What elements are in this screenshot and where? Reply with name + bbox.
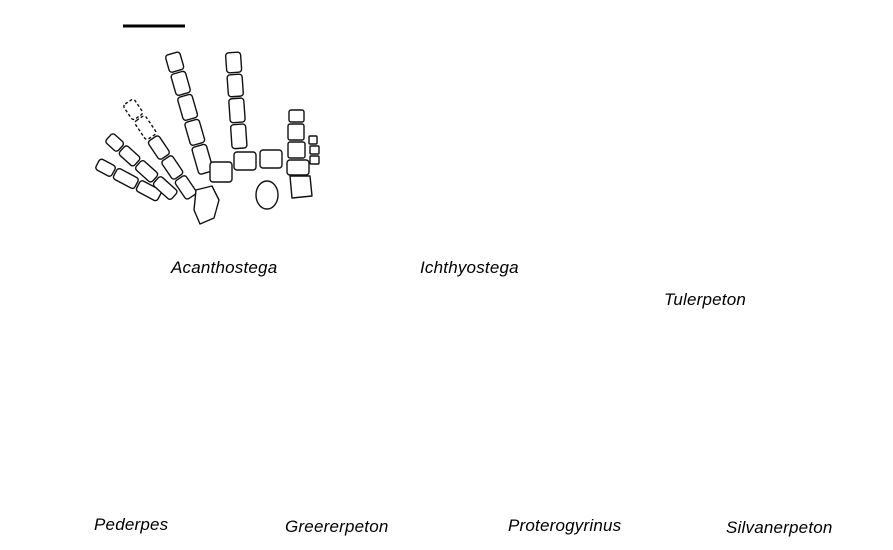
label-greererpeton: Greererpeton xyxy=(285,517,389,537)
label-silvanerpeton: Silvanerpeton xyxy=(726,518,833,538)
acanthostega-limb xyxy=(95,26,319,224)
label-ichthyostega: Ichthyostega xyxy=(420,258,519,278)
label-proterogyrinus: Proterogyrinus xyxy=(508,516,621,536)
label-acanthostega: Acanthostega xyxy=(171,258,277,278)
label-tulerpeton: Tulerpeton xyxy=(664,290,746,310)
label-pederpes: Pederpes xyxy=(94,515,168,535)
